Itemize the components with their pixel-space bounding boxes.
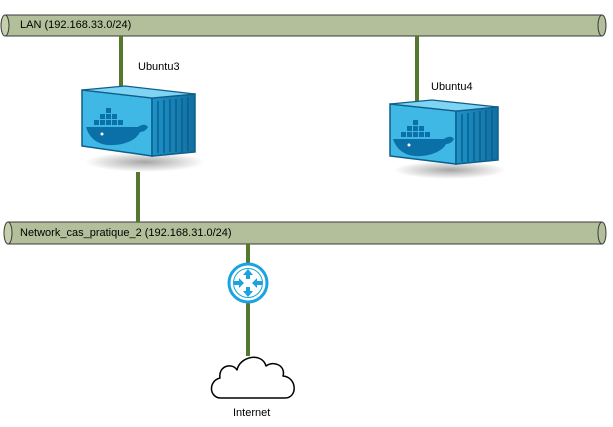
cas-pratique-network-bus [3, 221, 607, 245]
cloud-icon [210, 356, 295, 399]
docker-whale-icon [393, 120, 454, 157]
ubuntu4-label: Ubuntu4 [431, 81, 473, 93]
lan-network-label: LAN (192.168.33.0/24) [20, 19, 132, 31]
ubuntu3-container-icon [81, 85, 205, 172]
docker-whale-icon [86, 108, 148, 146]
internet-label: Internet [233, 407, 271, 419]
ubuntu4-container-icon [389, 99, 506, 179]
router-icon [227, 262, 269, 304]
ubuntu3-label: Ubuntu3 [138, 61, 180, 73]
lan-network-bus [0, 14, 607, 37]
cas-pratique-network-label: Network_cas_pratique_2 (192.168.31.0/24) [20, 227, 232, 239]
